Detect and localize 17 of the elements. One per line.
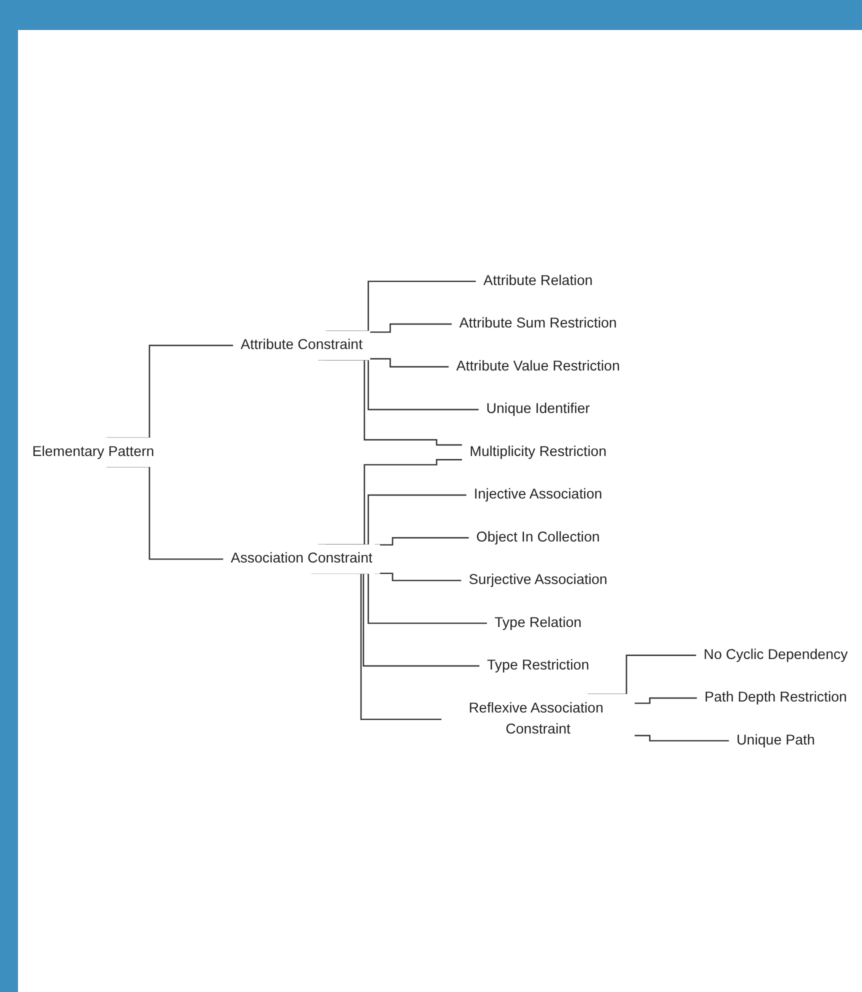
node-text: Object In Collection — [476, 530, 600, 545]
node-text: Attribute Relation — [483, 273, 593, 288]
connector — [634, 697, 698, 704]
node-text: No Cyclic Dependency — [704, 647, 848, 662]
connector — [634, 734, 730, 742]
connector — [370, 358, 450, 368]
node-text: Injective Association — [474, 486, 602, 502]
node-text: Multiplicity Restriction — [470, 444, 607, 460]
connector — [370, 323, 452, 333]
node-text: Attribute Value Restriction — [456, 358, 620, 374]
node-text: Path Depth Restriction — [704, 690, 847, 706]
node-text: Attribute Sum Restriction — [459, 316, 617, 332]
node-text: Surjective Association — [468, 572, 608, 588]
node-text: Unique Identifier — [486, 401, 590, 417]
node-text: Type Restriction — [486, 658, 590, 674]
node-text: Unique Path — [736, 732, 815, 748]
node-text: Type Relation — [494, 615, 582, 630]
